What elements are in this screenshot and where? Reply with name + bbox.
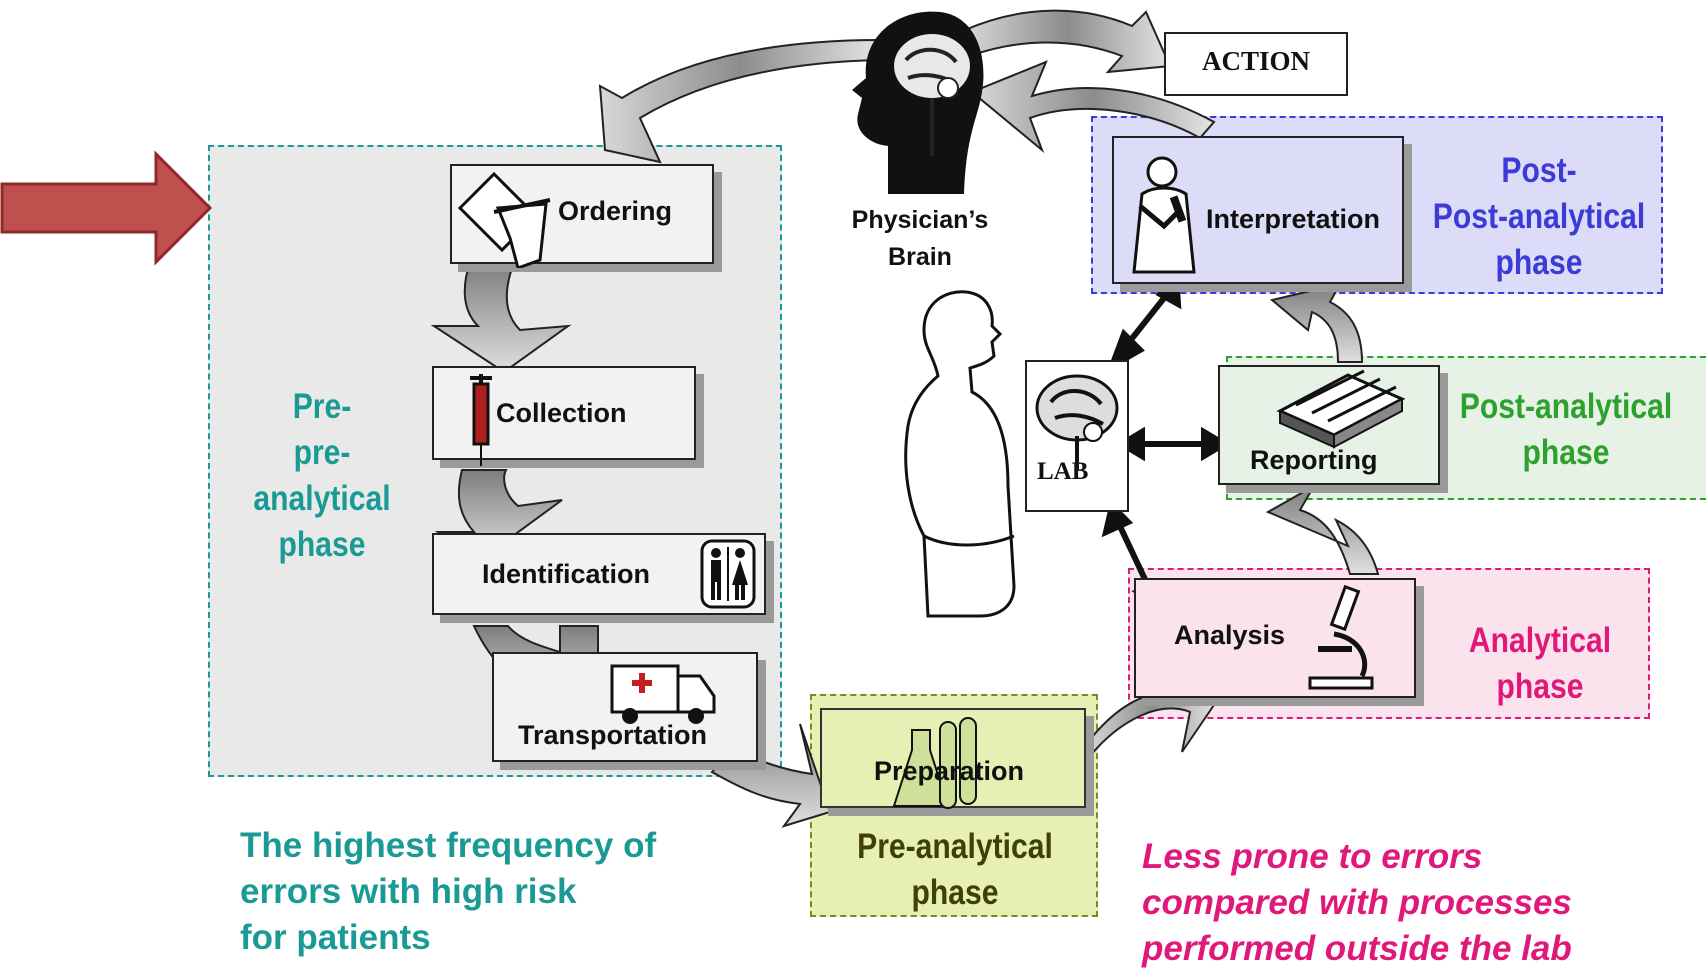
post-post-line2: Post-analytical	[1432, 197, 1646, 236]
left-note: The highest frequency of errors with hig…	[240, 823, 656, 961]
action-label: ACTION	[1201, 46, 1310, 76]
scientist-icon	[1132, 156, 1196, 274]
analytical-line1: Analytical	[1468, 621, 1612, 660]
right-note-line3: performed outside the lab	[1142, 929, 1572, 968]
right-note: Less prone to errors compared with proce…	[1142, 834, 1572, 972]
post-post-analytical-phase-label: Post- Post-analytical phase	[1432, 148, 1647, 286]
transportation-box: Transportation	[492, 652, 758, 762]
physician-head-icon	[852, 11, 984, 194]
reporting-label: Reporting	[1250, 445, 1378, 475]
reporting-box: Reporting	[1218, 365, 1440, 485]
identification-label: Identification	[482, 559, 650, 589]
left-note-line1: The highest frequency of	[240, 826, 657, 865]
lab-label: LAB	[1037, 458, 1089, 485]
ordering-box: Ordering	[450, 164, 714, 268]
collection-label: Collection	[496, 398, 627, 428]
post-analytical-phase-label: Post-analytical phase	[1454, 384, 1678, 476]
post-line1: Post-analytical	[1459, 387, 1673, 426]
lab-box: LAB	[1025, 360, 1129, 512]
post-line2: phase	[1522, 433, 1610, 472]
lab-brain-icon	[1035, 374, 1119, 470]
preparation-box: Preparation	[820, 708, 1086, 809]
brain-to-action-arrow	[963, 9, 1172, 74]
man-silhouette-icon	[904, 290, 1016, 618]
microscope-icon	[1308, 584, 1374, 690]
syringe-icon	[470, 374, 492, 466]
pre-pre-analytical-phase-label: Pre- pre-analytical phase	[227, 384, 416, 568]
brain-label-line2: Brain	[888, 243, 952, 271]
flask-tubes-icon	[892, 717, 977, 809]
pre-pre-line3: phase	[278, 525, 366, 564]
reporting-to-interpretation-arrow	[1269, 282, 1364, 363]
post-post-line3: phase	[1495, 243, 1583, 282]
brain-label-line1: Physician’s	[851, 206, 989, 234]
interpretation-to-brain-arrow	[970, 60, 1216, 154]
interpretation-label: Interpretation	[1206, 204, 1381, 234]
left-note-line2: errors with high risk	[240, 872, 577, 911]
right-note-line2: compared with processes	[1142, 883, 1572, 922]
interpretation-box: Interpretation	[1112, 136, 1404, 284]
analytical-phase-label: Analytical phase	[1445, 618, 1634, 710]
report-stack-icon	[1276, 369, 1406, 449]
lab-connector-arrows	[1101, 266, 1230, 612]
ordering-to-collection-arrow	[430, 260, 572, 374]
pre-line1: Pre-analytical	[857, 827, 1053, 866]
preparation-label: Preparation	[874, 756, 1025, 786]
analysis-box: Analysis	[1134, 578, 1416, 698]
analysis-label: Analysis	[1174, 620, 1286, 650]
identification-box: Identification	[432, 533, 766, 615]
pre-pre-line2: pre-analytical	[253, 433, 391, 518]
physician-brain-label: Physician’s Brain	[820, 202, 1020, 276]
analytical-line2: phase	[1496, 667, 1584, 706]
collection-box: Collection	[432, 366, 696, 466]
left-note-line3: for patients	[240, 918, 431, 957]
pre-analytical-phase-label: Pre-analytical phase	[848, 824, 1063, 916]
pointer-arrow-icon	[0, 150, 213, 266]
ordering-label: Ordering	[558, 196, 673, 226]
ambulance-icon	[610, 664, 716, 724]
analysis-to-reporting-arrow	[1265, 483, 1380, 575]
restroom-icon	[700, 539, 756, 609]
brain-to-ordering-arrow	[598, 38, 881, 164]
pre-pre-line1: Pre-	[292, 387, 352, 426]
transportation-label: Transportation	[518, 720, 708, 750]
right-note-line1: Less prone to errors	[1142, 837, 1483, 876]
ordering-hand-icon	[457, 171, 551, 268]
pre-line2: phase	[911, 873, 999, 912]
post-post-line1: Post-	[1501, 151, 1577, 190]
action-box: ACTION	[1164, 32, 1348, 96]
